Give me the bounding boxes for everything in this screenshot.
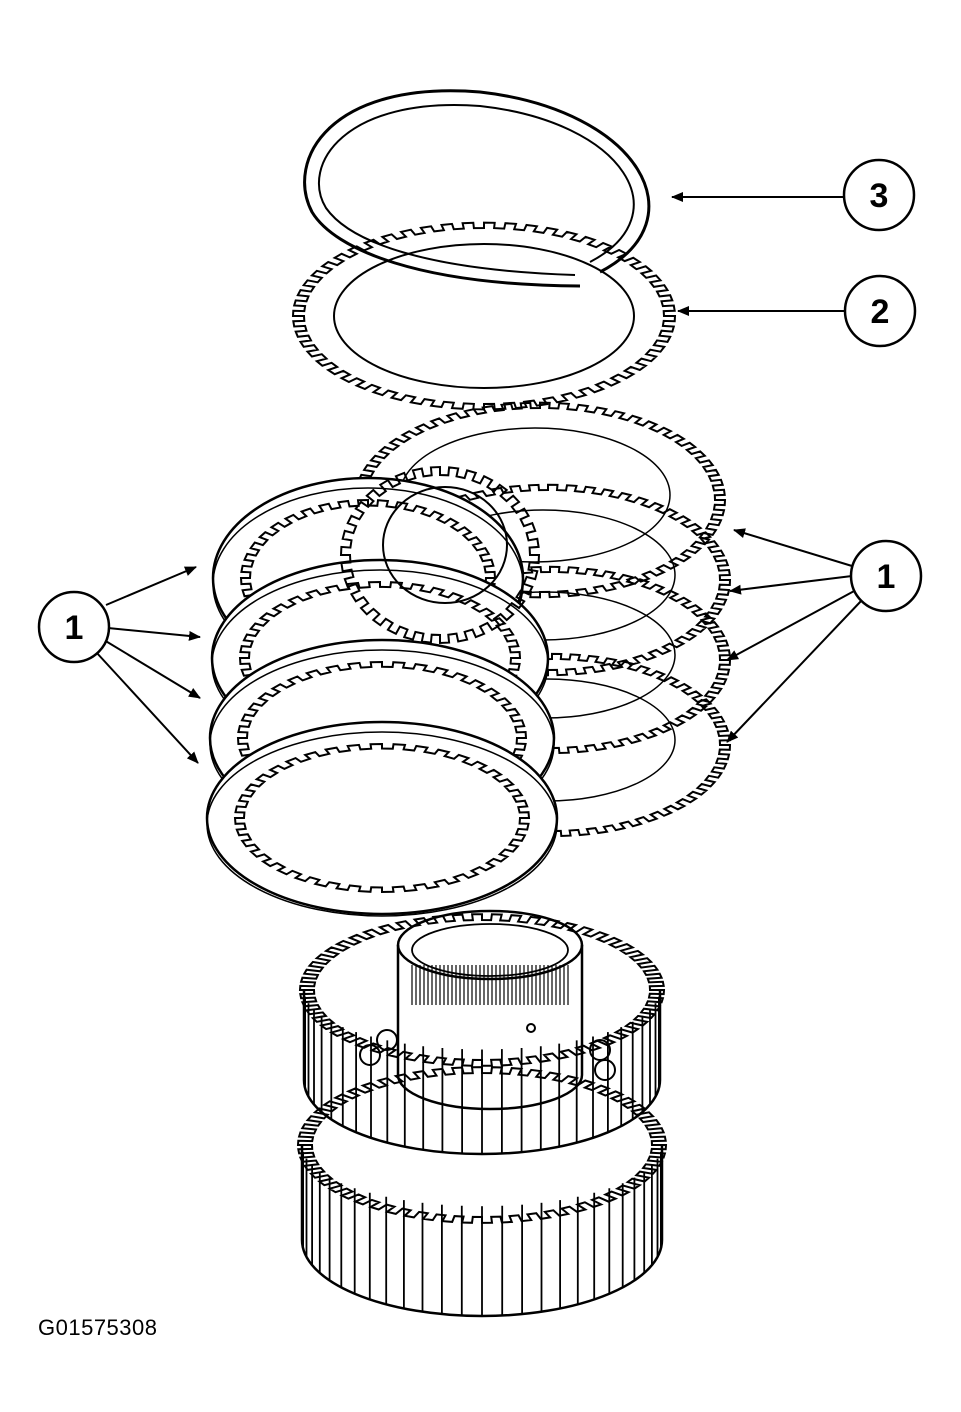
leader-1-right-c — [726, 589, 857, 661]
leader-1-left-c — [103, 639, 201, 699]
figure-id: G01575308 — [38, 1315, 158, 1340]
hub-top-rim — [396, 909, 584, 981]
clutch-plate-stack — [205, 401, 732, 917]
snap-ring-inner — [317, 104, 635, 276]
pressure-plate-outer-teeth — [291, 221, 677, 411]
leader-1-right-d — [726, 599, 863, 743]
callout-1-right: 1 — [849, 539, 923, 613]
drum-hole-4 — [594, 1059, 616, 1081]
hub-inner-rim — [411, 923, 569, 977]
upper-drum-splines-top-teeth — [298, 913, 666, 1067]
friction-plate-4 — [205, 720, 559, 916]
callout-2-label: 2 — [871, 293, 890, 331]
upper-small-plate-inner — [382, 486, 508, 604]
leader-1-left-b — [107, 627, 201, 641]
hub-wall — [396, 945, 584, 1111]
callout-1-right-label: 1 — [877, 558, 896, 596]
callout-1-left: 1 — [37, 590, 111, 664]
drum-hole-1 — [359, 1044, 381, 1066]
snap-ring-outer — [303, 89, 651, 288]
top-ring-components — [291, 89, 677, 411]
leader-1-right-b — [729, 575, 853, 595]
leader-1-right-a — [733, 528, 853, 567]
callout-2: 2 — [843, 274, 917, 348]
pressure-plate-inner-edge — [333, 243, 635, 389]
leader-1-left-d — [95, 651, 199, 764]
clutch-drum-hub — [296, 909, 668, 1318]
hub-port — [526, 1023, 536, 1033]
upper-small-plate-teeth — [339, 465, 541, 645]
callout-1-left-label: 1 — [65, 609, 84, 647]
friction-plate-teeth-4 — [233, 742, 531, 894]
drum-hole-2 — [589, 1039, 611, 1061]
friction-plate-edge-4 — [206, 731, 558, 917]
callout-3-label: 3 — [870, 177, 889, 215]
upper-drum-splines — [298, 913, 666, 1156]
leader-arrows — [95, 192, 863, 764]
drum-hole-3 — [376, 1029, 398, 1051]
callout-3: 3 — [842, 158, 916, 232]
leader-1-left-a — [105, 566, 197, 606]
lower-drum-splines-top-teeth — [296, 1066, 668, 1224]
lower-drum-splines — [296, 1066, 668, 1318]
